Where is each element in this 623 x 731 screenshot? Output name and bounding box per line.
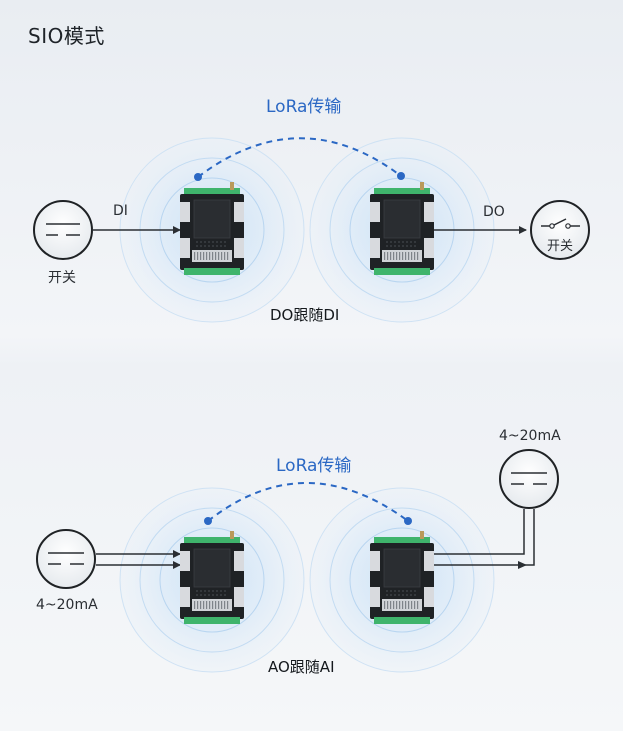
do-follow-di-caption: DO跟随DI — [270, 306, 340, 324]
panel-do-follow-di — [33, 137, 590, 323]
do-label: DO — [483, 204, 505, 220]
left-switch-icon — [33, 200, 93, 260]
lora-link-arc — [197, 137, 402, 178]
right-switch-icon — [530, 200, 590, 260]
lora-io-device-left-2 — [180, 531, 244, 624]
lora-io-device-left — [180, 182, 244, 275]
analog-output-gauge-icon — [499, 449, 559, 509]
ao-arrow-head — [518, 561, 527, 569]
ao-follow-ai-caption: AO跟随AI — [268, 658, 335, 676]
lora-endpoint-left-2 — [204, 517, 212, 525]
ao-signal-line-lower — [434, 509, 535, 566]
analog-input-gauge-icon — [36, 529, 96, 589]
lora-io-device-right — [370, 182, 434, 275]
di-label: DI — [113, 203, 128, 219]
lora-transmission-label: LoRa传输 — [266, 97, 342, 117]
left-switch-label: 开关 — [48, 270, 76, 286]
lora-io-device-right-2 — [370, 531, 434, 624]
lora-endpoint-right — [397, 172, 405, 180]
panel-ao-follow-ai — [36, 449, 559, 673]
ai-current-label: 4~20mA — [36, 597, 98, 613]
lora-endpoint-left — [194, 173, 202, 181]
page-title: SIO模式 — [28, 24, 105, 48]
lora-link-arc-2 — [207, 482, 409, 522]
ao-current-label: 4~20mA — [499, 428, 561, 444]
lora-transmission-label-2: LoRa传输 — [276, 456, 352, 476]
lora-endpoint-right-2 — [404, 517, 412, 525]
ao-signal-line-upper — [434, 509, 525, 555]
right-switch-label: 开关 — [547, 239, 574, 254]
